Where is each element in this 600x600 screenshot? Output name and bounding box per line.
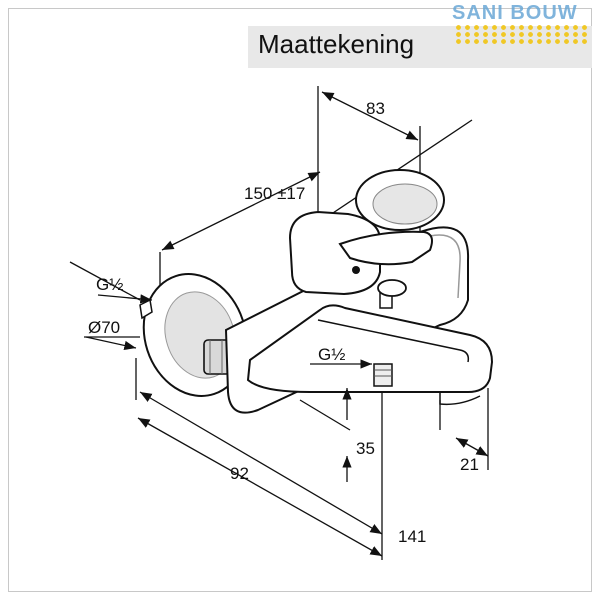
dim-diameter-label: Ø70 — [88, 318, 121, 337]
dim-92-label: 92 — [230, 464, 249, 483]
dim-21-label: 21 — [460, 455, 479, 474]
rear-rosette — [355, 169, 445, 231]
watermark-logo: SANI BOUW — [452, 2, 592, 46]
spout — [246, 304, 494, 406]
drawing-frame — [8, 8, 592, 592]
watermark-text: SANI BOUW — [452, 2, 578, 24]
dim-thread-left-label: G½ — [96, 275, 124, 294]
hose-outlet — [373, 363, 393, 387]
faucet-drawing — [139, 169, 494, 414]
dim-150-label: 150 ±17 — [244, 184, 306, 203]
diverter-knob — [377, 279, 407, 309]
page-title: Maattekening — [258, 29, 415, 59]
watermark-dots — [454, 24, 590, 44]
dim-83-label: 83 — [366, 99, 385, 118]
dim-141-label: 141 — [398, 527, 427, 546]
dimension-lines — [85, 91, 489, 557]
dim-35-label: 35 — [356, 439, 375, 458]
dim-thread-outlet-label: G½ — [318, 345, 346, 364]
